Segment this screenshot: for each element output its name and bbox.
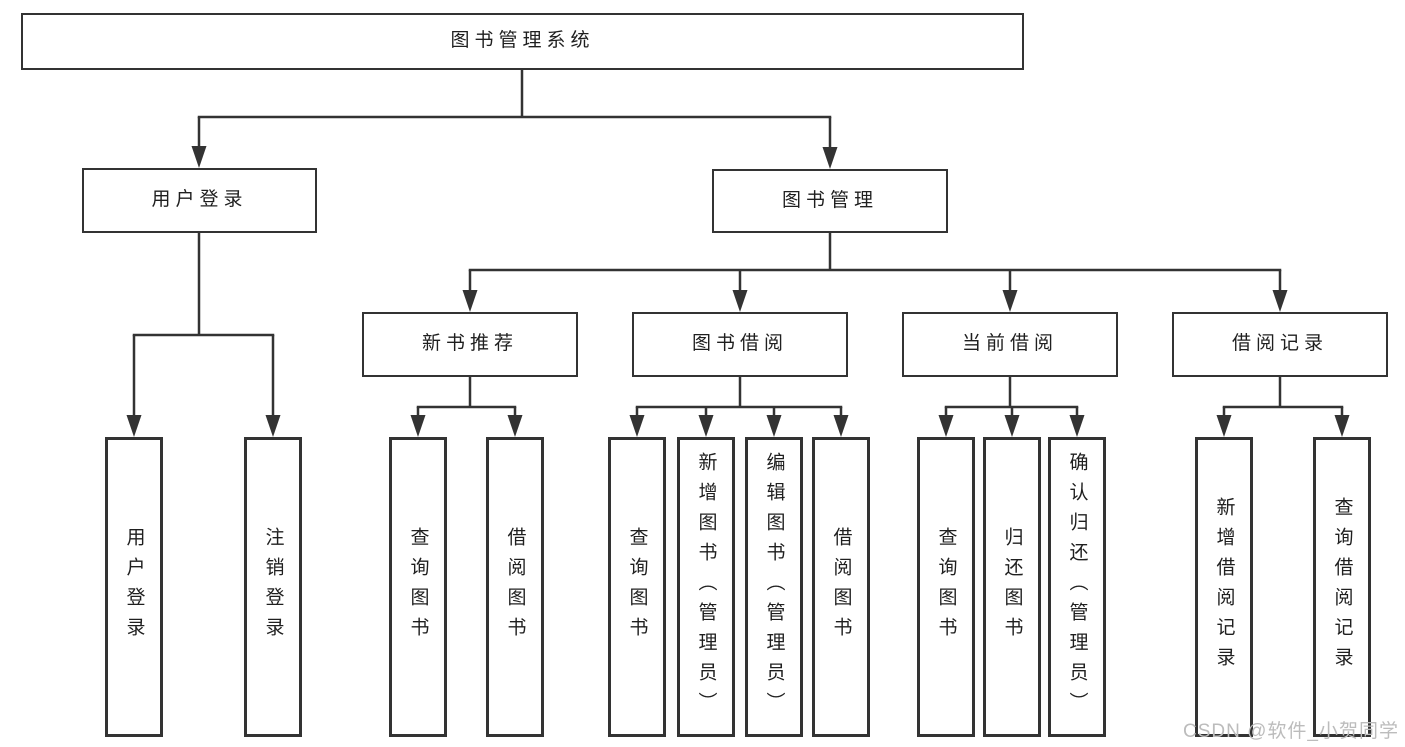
leaf-borrow-borrow-book: 借阅图书 (812, 437, 870, 737)
leaf-records-query-record: 查询借阅记录 (1313, 437, 1371, 737)
node-current-borrow: 当前借阅 (902, 312, 1118, 377)
arrowhead-icon (1216, 415, 1232, 437)
node-user-login: 用户登录 (82, 168, 317, 233)
arrowhead-icon (1004, 415, 1020, 437)
node-book-borrow: 图书借阅 (632, 312, 848, 377)
arrowhead-icon (126, 415, 142, 437)
arrowhead-icon (1272, 290, 1288, 312)
arrowhead-icon (1002, 290, 1018, 312)
arrowhead-icon (698, 415, 714, 437)
leaf-user-login: 用户登录 (105, 437, 163, 737)
arrowhead-icon (507, 415, 523, 437)
node-borrow-records: 借阅记录 (1172, 312, 1388, 377)
arrowhead-icon (629, 415, 645, 437)
leaf-recommend-query-book: 查询图书 (389, 437, 447, 737)
leaf-borrow-edit-book: 编辑图书（管理员） (745, 437, 803, 737)
leaf-current-query-book: 查询图书 (917, 437, 975, 737)
arrowhead-icon (766, 415, 782, 437)
arrowhead-icon (191, 146, 207, 168)
arrowhead-icon (833, 415, 849, 437)
arrowhead-icon (732, 290, 748, 312)
leaf-recommend-borrow-book: 借阅图书 (486, 437, 544, 737)
node-new-book-recommend: 新书推荐 (362, 312, 578, 377)
leaf-current-return-book: 归还图书 (983, 437, 1041, 737)
leaf-records-add-record: 新增借阅记录 (1195, 437, 1253, 737)
arrowhead-icon (410, 415, 426, 437)
arrowhead-icon (1069, 415, 1085, 437)
watermark: CSDN @软件_小贺同学 (1183, 721, 1399, 742)
node-root: 图书管理系统 (21, 13, 1024, 70)
leaf-current-confirm-return: 确认归还（管理员） (1048, 437, 1106, 737)
node-book-management: 图书管理 (712, 169, 948, 233)
arrowhead-icon (1334, 415, 1350, 437)
leaf-borrow-add-book: 新增图书（管理员） (677, 437, 735, 737)
arrowhead-icon (462, 290, 478, 312)
arrowhead-icon (938, 415, 954, 437)
arrowhead-icon (822, 147, 838, 169)
leaf-borrow-query-book: 查询图书 (608, 437, 666, 737)
leaf-logout: 注销登录 (244, 437, 302, 737)
arrowhead-icon (265, 415, 281, 437)
